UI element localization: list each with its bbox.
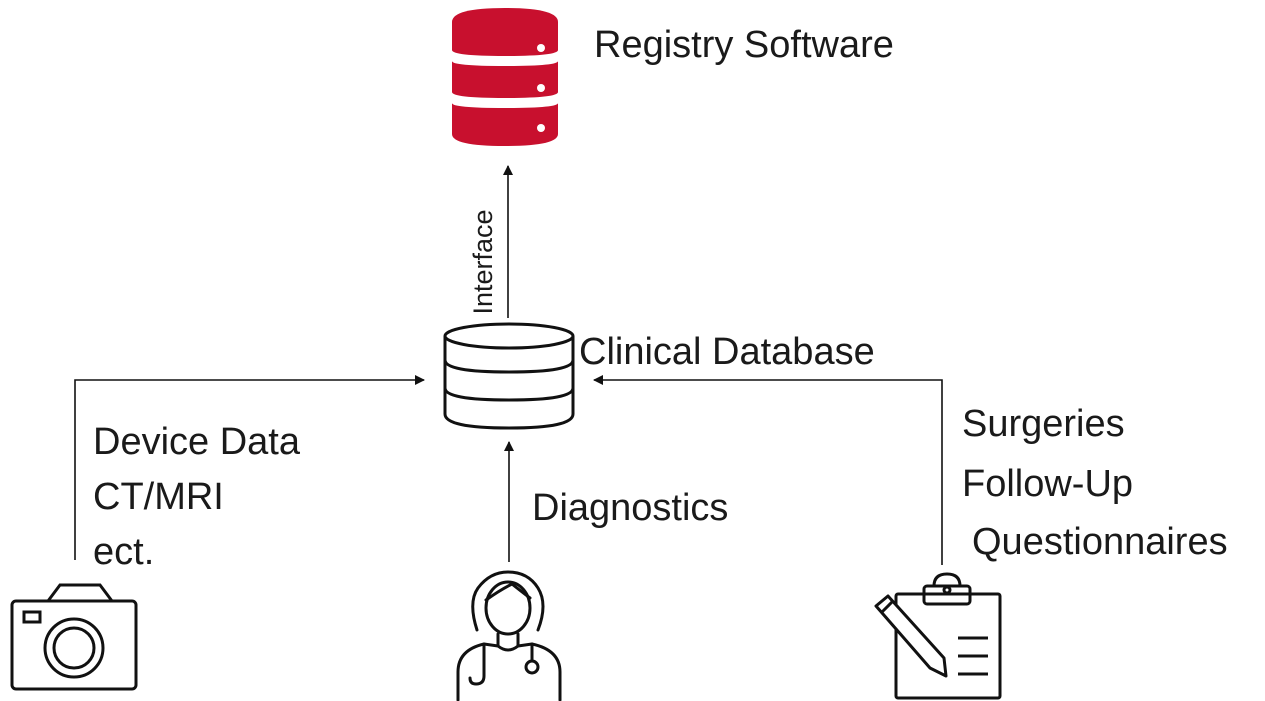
surgeries-line-3: Questionnaires: [972, 521, 1228, 563]
device-data-line-2: CT/MRI: [93, 476, 224, 518]
device-data-line-1: Device Data: [93, 421, 300, 463]
surgeries-connector: [593, 375, 943, 565]
camera-icon: [10, 583, 138, 691]
device-data-connector: [74, 375, 425, 560]
clipboard-icon: [874, 572, 1002, 700]
diagnostics-label: Diagnostics: [532, 487, 729, 529]
doctor-icon: [456, 570, 562, 701]
clinical-database-icon: [443, 322, 575, 430]
surgeries-line-2: Follow-Up: [962, 463, 1134, 505]
device-data-line-3: ect.: [93, 531, 155, 573]
surgeries-line-1: Surgeries: [962, 403, 1125, 445]
registry-software-label: Registry Software: [594, 24, 894, 66]
interface-label: Interface: [468, 209, 498, 315]
registry-database-icon: [452, 8, 558, 146]
clinical-database-label: Clinical Database: [579, 331, 875, 373]
